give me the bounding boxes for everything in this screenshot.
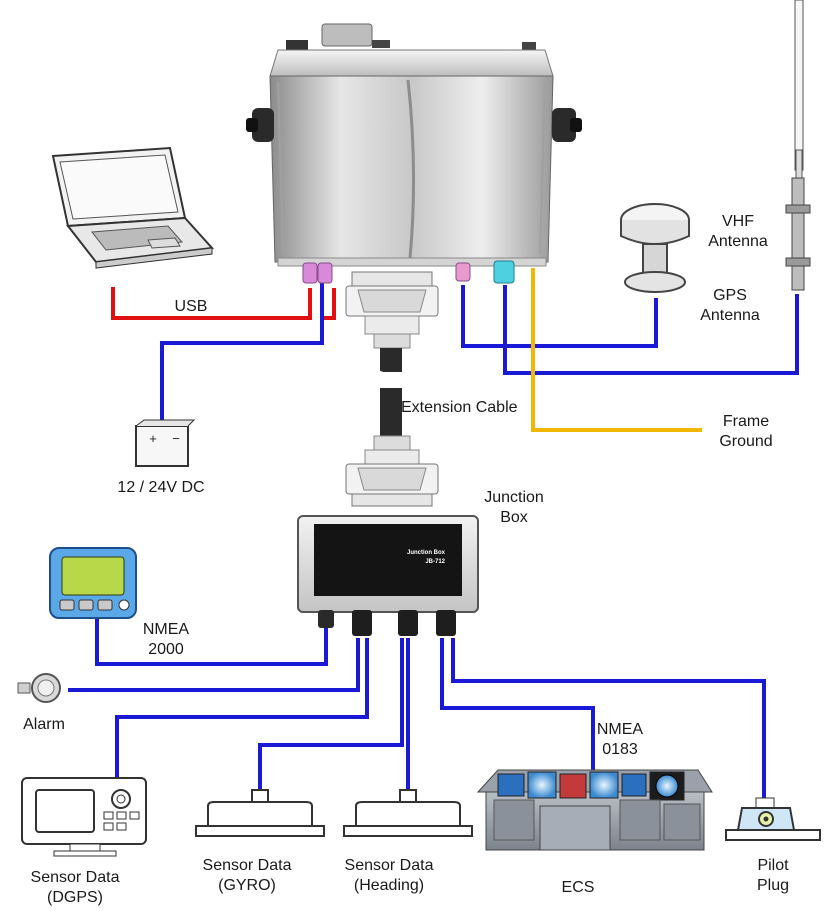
nmea2000-display-icon: [49, 547, 137, 619]
vhf-antenna-cable: [503, 285, 799, 375]
laptop-icon: [51, 146, 215, 269]
sensor-dgps-label: Sensor Data (DGPS): [30, 869, 120, 906]
pilot-plug-label: Pilot Plug: [756, 857, 790, 894]
nmea0183-label: NMEA 0183: [596, 721, 644, 758]
sensor-heading-label: Sensor Data (Heading): [344, 857, 434, 894]
nmea2000-cable: [95, 618, 328, 666]
ais-transponder-unit: [246, 23, 582, 284]
ecs-console-icon: [476, 769, 713, 851]
battery-minus: −: [172, 431, 180, 446]
ecs-cable: [440, 638, 595, 770]
junction-box-icon: Junction Box JB-712: [297, 515, 479, 636]
heading-sensor-icon: [343, 789, 473, 837]
gps-antenna-icon: [620, 203, 690, 293]
vhf-antenna-label: VHF Antenna: [708, 213, 768, 250]
battery-icon: + −: [135, 419, 196, 467]
junction-box-label: Junction Box: [484, 489, 544, 526]
sensor-gyro-label: Sensor Data (GYRO): [202, 857, 292, 894]
usb-cable-return: [322, 288, 336, 320]
gps-antenna-label: GPS Antenna: [700, 287, 760, 324]
usb-cable: [111, 287, 312, 320]
extension-cable-label: Extension Cable: [401, 399, 518, 416]
dgps-receiver-icon: [21, 777, 147, 857]
extension-cable-assembly: [345, 271, 439, 507]
alarm-icon: [17, 673, 61, 703]
junction-box-panel-title: Junction Box: [407, 550, 446, 556]
pilot-plug-cable: [451, 638, 766, 800]
battery-plus: +: [149, 431, 157, 446]
nmea2000-label: NMEA 2000: [142, 621, 190, 658]
dc-power-label: 12 / 24V DC: [117, 479, 205, 496]
gyro-sensor-icon: [195, 789, 325, 837]
cables: [68, 268, 799, 800]
frame-ground-label: Frame Ground: [719, 413, 773, 450]
alarm-cable: [68, 638, 360, 692]
vhf-antenna-icon: [785, 0, 811, 291]
gps-antenna-cable: [461, 285, 658, 348]
pilot-plug-icon: [725, 797, 821, 841]
frame-ground-cable: [531, 268, 702, 432]
gyro-cable: [258, 638, 404, 790]
junction-box-panel-model: JB-712: [425, 559, 445, 565]
ecs-label: ECS: [561, 879, 595, 896]
usb-label: USB: [174, 298, 208, 315]
dgps-cable: [115, 638, 369, 778]
dc-power-cable: [160, 283, 324, 422]
alarm-label: Alarm: [23, 716, 65, 733]
